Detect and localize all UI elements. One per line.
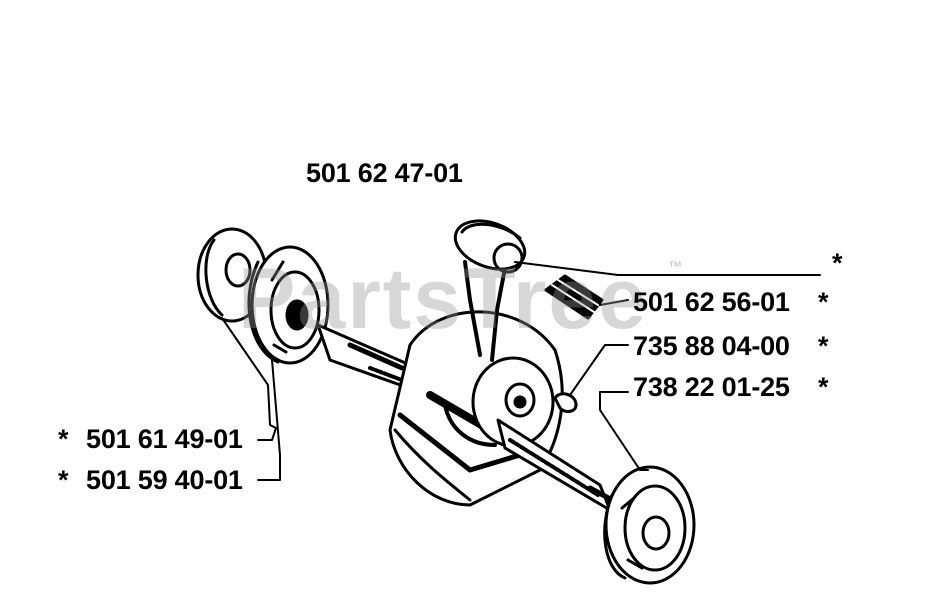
- label-seal-left-star: *: [58, 424, 69, 454]
- label-crankshaft-assembly: 501 62 47-01: [306, 158, 463, 188]
- watermark: PartsTree: [238, 251, 649, 347]
- label-bearing-right: 738 22 01-25: [633, 372, 790, 402]
- leader-lines: [221, 261, 821, 481]
- label-bearing-right-star: *: [818, 372, 829, 402]
- label-seal-left: 501 61 49-01: [86, 424, 243, 454]
- label-bearing-left-star: *: [58, 465, 69, 495]
- ball-bearing-right: [603, 465, 696, 585]
- ball-bearing-left: [247, 245, 330, 365]
- crank-web-right: [471, 356, 555, 448]
- label-connecting-rod-star: *: [832, 248, 843, 278]
- label-key-star: *: [818, 331, 829, 361]
- connecting-rod: [453, 219, 527, 362]
- woodruff-key: [553, 392, 578, 413]
- label-needle-bearing: 501 62 56-01: [633, 287, 790, 317]
- label-bearing-left: 501 59 40-01: [86, 465, 243, 495]
- label-needle-bearing-star: *: [818, 287, 829, 317]
- watermark-trademark: ™: [668, 258, 682, 274]
- label-key: 735 88 04-00: [633, 331, 790, 361]
- needle-bearing: [544, 274, 604, 320]
